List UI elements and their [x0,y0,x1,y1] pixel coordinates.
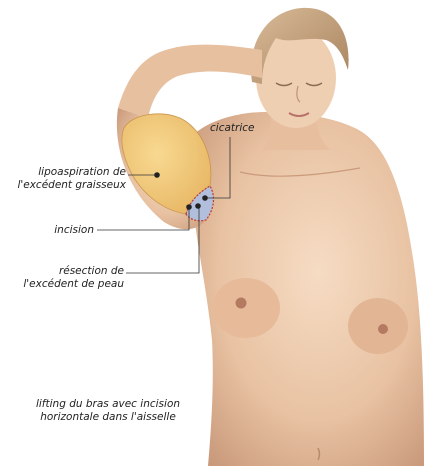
left-nipple [236,298,247,309]
marker-scar [202,195,208,201]
liposuction-label-line1: lipoaspiration de [14,166,126,179]
resection-label: résection de l'excédent de peau [10,265,124,291]
right-nipple [378,324,388,334]
liposuction-label: lipoaspiration de l'excédent graisseux [14,166,126,192]
left-breast [212,278,280,338]
marker-incision [186,204,192,210]
scar-label: cicatrice [210,122,254,135]
incision-label: incision [20,224,94,237]
right-breast [348,298,408,354]
caption: lifting du bras avec incision horizontal… [18,398,198,424]
caption-line2: horizontale dans l'aisselle [18,411,198,424]
liposuction-label-line2: l'excédent graisseux [14,179,126,192]
resection-label-line2: l'excédent de peau [10,278,124,291]
resection-label-line1: résection de [10,265,124,278]
marker-liposuction [154,172,160,178]
marker-resection [195,203,201,209]
forearm [118,45,262,118]
caption-line1: lifting du bras avec incision [18,398,198,411]
